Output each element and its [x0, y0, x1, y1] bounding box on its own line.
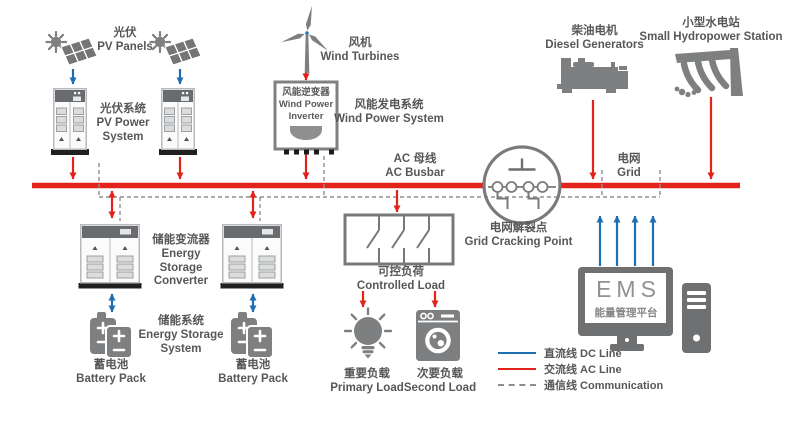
ems-monitor-icon [578, 267, 673, 351]
hydropower-dam-icon [674, 48, 743, 98]
grid-breaker-icon [482, 145, 562, 225]
washing-machine-icon [416, 310, 460, 361]
ac-line-swatch [498, 368, 536, 370]
wind-inverter-box [273, 80, 339, 155]
legend-item-ac-line: 交流线 AC Line [498, 363, 663, 376]
ac-arrows [69, 72, 715, 308]
diesel-generator-icon [557, 58, 628, 93]
storage-converter-cabinet-icon [77, 224, 143, 290]
storage-converter-cabinet-icon [219, 224, 285, 290]
legend-item-dc-line: 直流线 DC Line [498, 347, 663, 360]
dc-line-swatch [498, 352, 536, 354]
light-bulb-icon [343, 307, 393, 359]
controlled-load-box [343, 213, 455, 266]
legend-item-communication-line: 通信线 Communication [498, 379, 663, 392]
ems-title: EMS [596, 276, 661, 302]
grid-breaker-backdrop [484, 147, 560, 223]
communication-lines [98, 156, 661, 221]
ems-screen-text: EMS 能量管理平台 [586, 276, 666, 320]
dc-arrows [69, 69, 657, 313]
legend: 直流线 DC Line 交流线 AC Line 通信线 Communicatio… [498, 347, 663, 395]
wind-turbine-icon [280, 5, 331, 73]
communication-line-swatch [498, 384, 536, 386]
computer-tower-icon [682, 283, 711, 353]
ems-subtitle: 能量管理平台 [594, 307, 658, 319]
